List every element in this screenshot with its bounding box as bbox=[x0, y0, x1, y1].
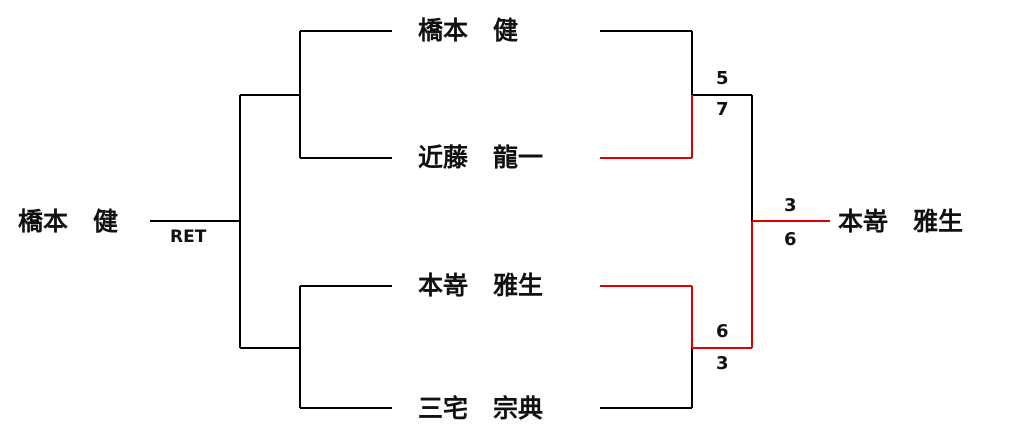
semi2-score-bottom: 3 bbox=[716, 353, 729, 374]
player-name-3: 本嵜 雅生 bbox=[418, 271, 544, 300]
final-score-top: 3 bbox=[784, 195, 797, 216]
semi2-score-top: 6 bbox=[716, 321, 729, 342]
left-retire-note: RET bbox=[170, 227, 207, 247]
semi1-score-bottom: 7 bbox=[716, 99, 729, 120]
left-champion-name: 橋本 健 bbox=[18, 207, 119, 236]
final-score-bottom: 6 bbox=[784, 229, 797, 250]
player-name-2: 近藤 龍一 bbox=[418, 143, 544, 172]
right-champion-name: 本嵜 雅生 bbox=[838, 207, 964, 236]
semi1-score-top: 5 bbox=[716, 68, 729, 89]
player-name-4: 三宅 宗典 bbox=[418, 394, 544, 423]
player-name-1: 橋本 健 bbox=[418, 16, 519, 45]
